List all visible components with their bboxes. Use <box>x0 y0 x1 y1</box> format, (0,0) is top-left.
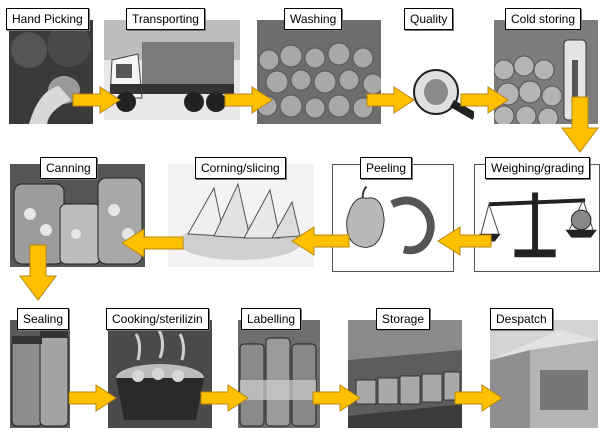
label-transporting: Transporting <box>126 8 205 30</box>
corning-slicing-photo <box>168 164 314 267</box>
arrow-down-2 <box>19 244 57 301</box>
washing-photo <box>257 20 381 124</box>
label-hand-picking: Hand Picking <box>6 8 89 30</box>
quality-photo <box>404 20 474 124</box>
arrow-right-1 <box>72 86 121 114</box>
arrow-left-3 <box>121 228 184 258</box>
label-sealing: Sealing <box>17 308 70 330</box>
arrow-left-1 <box>437 226 492 256</box>
label-peeling: Peeling <box>360 157 413 179</box>
label-quality: Quality <box>404 8 454 30</box>
arrow-right-8 <box>454 384 503 412</box>
step-cooking-sterilizing <box>108 320 212 428</box>
step-sealing <box>10 320 70 428</box>
step-transporting <box>104 20 240 120</box>
cooking-sterilizing-photo <box>108 320 212 428</box>
step-washing <box>257 20 381 124</box>
label-despatch: Despatch <box>490 308 553 330</box>
storage-photo <box>348 320 462 428</box>
arrow-down-1 <box>561 96 599 153</box>
labelling-photo <box>238 320 320 428</box>
label-storage: Storage <box>376 308 431 330</box>
arrow-right-2 <box>224 86 273 114</box>
label-weighing-grading: Weighing/grading <box>485 157 591 179</box>
label-labelling: Labelling <box>241 308 302 330</box>
step-peeling <box>332 164 454 272</box>
hand-picking-photo <box>9 20 93 124</box>
step-labelling <box>238 320 320 428</box>
step-despatch <box>490 320 598 428</box>
arrow-right-3 <box>366 86 415 114</box>
despatch-photo <box>490 320 598 428</box>
step-storage <box>348 320 462 428</box>
arrow-right-6 <box>200 384 249 412</box>
label-cold-storing: Cold storing <box>505 8 582 30</box>
step-corning-slicing <box>168 164 314 267</box>
step-quality <box>404 20 474 124</box>
peeling-photo <box>333 165 453 271</box>
transporting-photo <box>104 20 240 120</box>
label-washing: Washing <box>284 8 343 30</box>
arrow-right-4 <box>460 86 509 114</box>
step-weighing-grading <box>474 164 600 272</box>
label-corning-slicing: Corning/slicing <box>195 157 286 179</box>
label-cooking-sterilizing: Cooking/sterilizin <box>106 308 209 330</box>
step-hand-picking <box>9 20 93 124</box>
arrow-right-7 <box>312 384 361 412</box>
label-canning: Canning <box>40 157 97 179</box>
weighing-grading-photo <box>475 165 599 271</box>
arrow-right-5 <box>68 384 117 412</box>
sealing-photo <box>10 320 70 428</box>
arrow-left-2 <box>291 226 350 256</box>
